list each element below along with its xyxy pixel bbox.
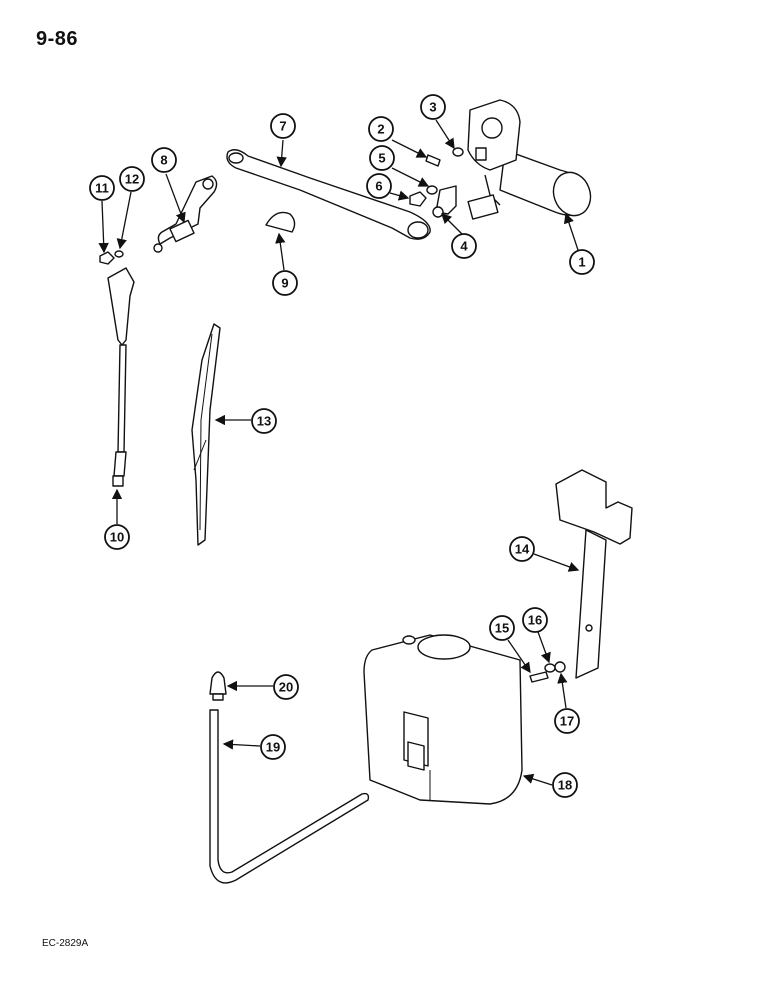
callout-12: 12 xyxy=(119,166,145,192)
callout-1: 1 xyxy=(569,249,595,275)
callout-1-label: 1 xyxy=(578,255,585,270)
callout-2: 2 xyxy=(368,116,394,142)
hex-nut xyxy=(409,191,427,207)
drawing-code: EC-2829A xyxy=(42,938,89,949)
callout-5-label: 5 xyxy=(378,151,385,166)
callout-17: 17 xyxy=(554,708,580,734)
callout-2-label: 2 xyxy=(377,122,384,137)
callout-18-label: 18 xyxy=(558,778,572,793)
callout-16-label: 16 xyxy=(528,613,542,628)
spindle-washer xyxy=(114,250,124,258)
callout-11: 11 xyxy=(89,175,115,201)
wiper-spindle xyxy=(153,175,218,253)
callout-14-label: 14 xyxy=(515,542,530,557)
lock-washer xyxy=(426,185,438,195)
callout-19-label: 19 xyxy=(266,740,280,755)
wiper-arm xyxy=(107,267,135,487)
spindle-nut xyxy=(99,251,115,265)
callout-11-label: 11 xyxy=(95,181,109,196)
callout-15-label: 15 xyxy=(495,621,509,636)
callout-7: 7 xyxy=(270,113,296,139)
callout-13: 13 xyxy=(251,408,277,434)
callout-3-label: 3 xyxy=(429,100,436,115)
callout-4-label: 4 xyxy=(460,239,468,254)
callout-19: 19 xyxy=(260,734,286,760)
callout-3: 3 xyxy=(420,94,446,120)
washer-reservoir xyxy=(363,634,523,805)
callout-18: 18 xyxy=(552,772,578,798)
callout-6-label: 6 xyxy=(375,179,382,194)
callout-8-label: 8 xyxy=(160,153,167,168)
callout-8: 8 xyxy=(151,147,177,173)
callout-17-label: 17 xyxy=(560,714,574,729)
callout-9-label: 9 xyxy=(281,276,288,291)
callout-10-label: 10 xyxy=(110,530,124,545)
callout-20: 20 xyxy=(273,674,299,700)
washer-nozzle xyxy=(209,671,227,701)
callout-20-label: 20 xyxy=(279,680,293,695)
callout-4: 4 xyxy=(451,233,477,259)
motor-bolt xyxy=(425,154,441,167)
linkage-rod xyxy=(226,149,431,240)
callout-9: 9 xyxy=(272,270,298,296)
rubber-cap xyxy=(265,211,296,233)
callout-16: 16 xyxy=(522,607,548,633)
callout-14: 14 xyxy=(509,536,535,562)
bracket-washer xyxy=(544,663,556,673)
bracket-nut xyxy=(554,661,566,673)
mounting-bracket xyxy=(555,469,633,679)
motor-washer xyxy=(452,147,464,157)
callout-5: 5 xyxy=(369,145,395,171)
bracket-bolt xyxy=(529,671,549,683)
crank-arm xyxy=(432,185,457,218)
callout-12-label: 12 xyxy=(125,172,139,187)
page-number: 9-86 xyxy=(36,28,79,50)
callout-13-label: 13 xyxy=(257,414,271,429)
callout-7-label: 7 xyxy=(279,119,286,134)
leader-lines xyxy=(98,119,580,786)
callout-10: 10 xyxy=(104,524,130,550)
callout-15: 15 xyxy=(489,615,515,641)
washer-hose xyxy=(209,709,370,884)
wiper-motor xyxy=(467,99,592,220)
callout-6: 6 xyxy=(366,173,392,199)
wiper-blade xyxy=(191,323,221,546)
